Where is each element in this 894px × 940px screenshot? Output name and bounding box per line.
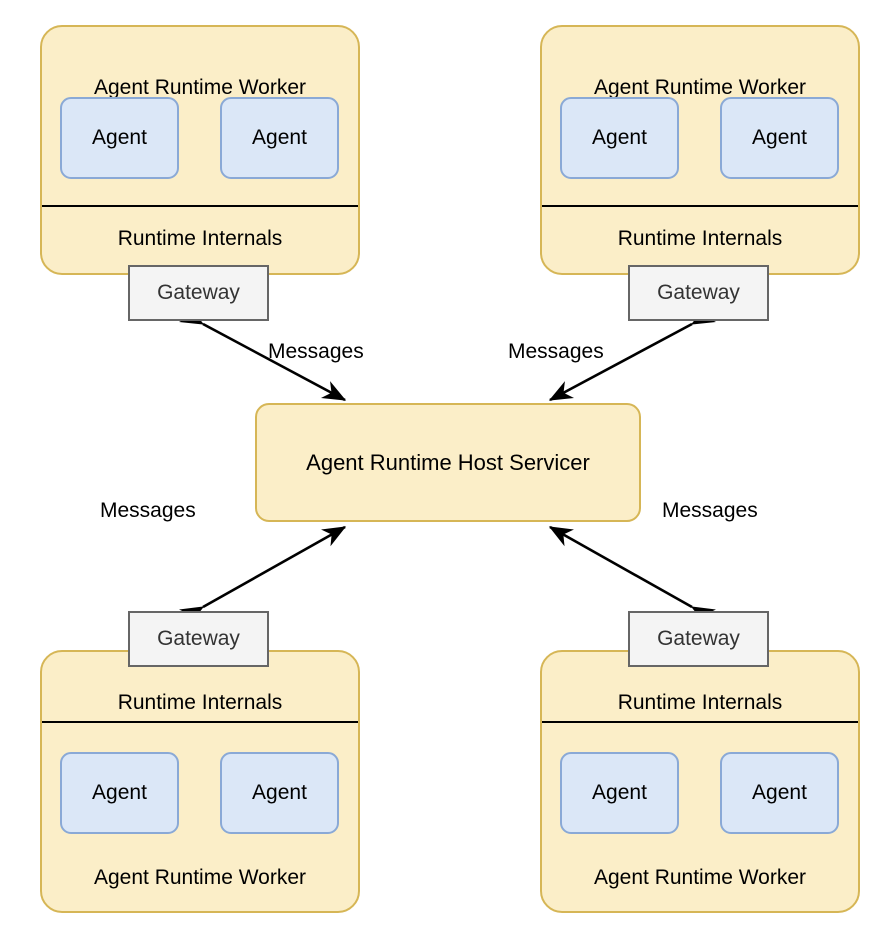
agent-runtime-host-servicer[interactable]: Agent Runtime Host Servicer — [255, 403, 641, 522]
agent-box[interactable]: Agent — [720, 752, 839, 834]
agent-box[interactable]: Agent — [220, 752, 339, 834]
agent-label: Agent — [252, 781, 307, 804]
edge-line-bottom-left — [179, 525, 347, 627]
agent-box[interactable]: Agent — [60, 97, 179, 179]
worker-divider — [542, 721, 858, 723]
agent-label: Agent — [592, 781, 647, 804]
edge-label-messages-bottom-right: Messages — [662, 499, 758, 522]
runtime-internals-label: Runtime Internals — [617, 691, 783, 714]
gateway-box-top-right[interactable]: Gateway — [628, 265, 769, 321]
agent-label: Agent — [592, 126, 647, 149]
gateway-box-bottom-right[interactable]: Gateway — [628, 611, 769, 667]
runtime-internals-label: Runtime Internals — [117, 691, 283, 714]
agent-box[interactable]: Agent — [720, 97, 839, 179]
worker-title: Agent Runtime Worker — [593, 76, 807, 99]
edge-label-messages-bottom-left: Messages — [100, 499, 196, 522]
worker-title: Agent Runtime Worker — [593, 866, 807, 889]
runtime-internals-label: Runtime Internals — [117, 227, 283, 250]
gateway-box-bottom-left[interactable]: Gateway — [128, 611, 269, 667]
worker-divider — [42, 205, 358, 207]
gateway-label: Gateway — [657, 627, 740, 650]
edge-label-messages-top-left: Messages — [268, 340, 364, 363]
agent-box[interactable]: Agent — [60, 752, 179, 834]
runtime-internals-label: Runtime Internals — [617, 227, 783, 250]
gateway-box-top-left[interactable]: Gateway — [128, 265, 269, 321]
agent-box[interactable]: Agent — [220, 97, 339, 179]
agent-label: Agent — [92, 126, 147, 149]
agent-box[interactable]: Agent — [560, 97, 679, 179]
worker-divider — [542, 205, 858, 207]
edge-label-messages-top-right: Messages — [508, 340, 604, 363]
gateway-label: Gateway — [157, 627, 240, 650]
worker-title: Agent Runtime Worker — [93, 866, 307, 889]
agent-label: Agent — [92, 781, 147, 804]
agent-box[interactable]: Agent — [560, 752, 679, 834]
host-servicer-label: Agent Runtime Host Servicer — [306, 449, 590, 475]
agent-label: Agent — [752, 781, 807, 804]
gateway-label: Gateway — [157, 281, 240, 304]
gateway-label: Gateway — [657, 281, 740, 304]
agent-label: Agent — [752, 126, 807, 149]
agent-label: Agent — [252, 126, 307, 149]
worker-title: Agent Runtime Worker — [93, 76, 307, 99]
worker-divider — [42, 721, 358, 723]
edge-line-bottom-right — [548, 525, 716, 627]
